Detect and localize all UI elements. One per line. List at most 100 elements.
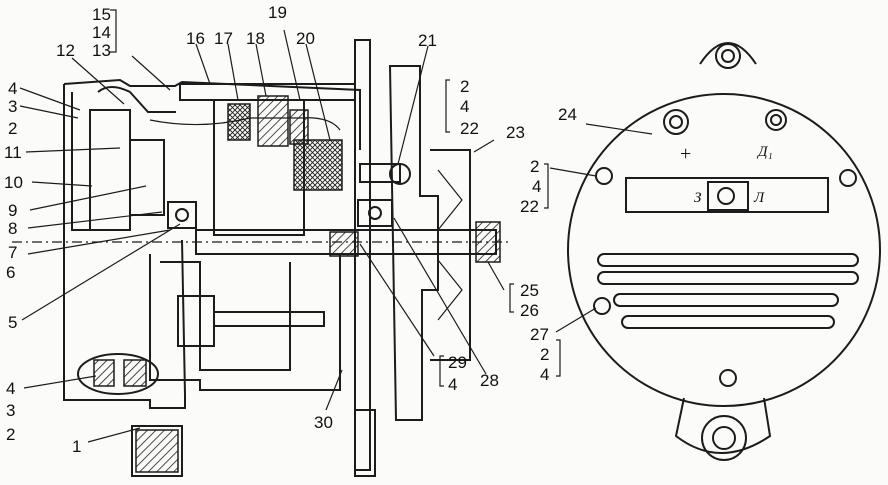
callout-5: 5 bbox=[8, 313, 17, 332]
flange-foot bbox=[354, 409, 376, 477]
leader-12 bbox=[71, 57, 125, 105]
vent-slot-3 bbox=[613, 293, 839, 307]
callout-13: 13 bbox=[92, 41, 111, 60]
leader-29 bbox=[359, 243, 435, 357]
callout-3-lower: 3 bbox=[6, 401, 15, 420]
leader-13 bbox=[131, 55, 171, 91]
front-bearing bbox=[357, 199, 393, 227]
pulley-nut bbox=[475, 221, 501, 263]
callout-30: 30 bbox=[314, 413, 333, 432]
bracket-25-26 bbox=[509, 283, 514, 313]
leader-10 bbox=[31, 181, 93, 187]
regulator-nameplate bbox=[625, 177, 829, 213]
callout-2-lower: 2 bbox=[6, 425, 15, 444]
output-stud bbox=[213, 311, 325, 327]
suppression-capacitor-assembly bbox=[77, 353, 159, 395]
callout-labels: 4 3 2 11 10 9 8 7 6 5 4 3 2 1 12 15 14 1… bbox=[4, 3, 577, 456]
callout-18: 18 bbox=[246, 29, 265, 48]
callout-29: 29 bbox=[448, 353, 467, 372]
bottom-mounting-ear bbox=[674, 397, 772, 454]
capacitor-nut-right bbox=[123, 359, 147, 387]
side-section-view bbox=[12, 39, 512, 477]
leader-19 bbox=[283, 29, 301, 101]
leader-20 bbox=[305, 43, 331, 141]
brush-holder bbox=[129, 139, 165, 216]
rear-bearing-ball bbox=[175, 208, 189, 222]
callout-17: 17 bbox=[214, 29, 233, 48]
leader-18 bbox=[255, 43, 267, 97]
callout-14: 14 bbox=[92, 23, 111, 42]
leader-21 bbox=[397, 45, 429, 165]
cover-screw-bottom bbox=[719, 369, 737, 387]
callout-28: 28 bbox=[480, 371, 499, 390]
callout-24: 24 bbox=[558, 105, 577, 124]
bottom-lug-bushing bbox=[135, 429, 179, 473]
callout-2-upper: 2 bbox=[8, 119, 17, 138]
cooling-fan bbox=[388, 65, 439, 421]
callout-7: 7 bbox=[8, 243, 17, 262]
callout-4-end-lower: 4 bbox=[540, 365, 549, 384]
bracket-right-upper bbox=[445, 79, 450, 133]
top-ear-hole bbox=[715, 43, 741, 69]
callout-8: 8 bbox=[8, 219, 17, 238]
mark-z: З bbox=[694, 190, 702, 206]
callout-15: 15 bbox=[92, 5, 111, 24]
rotor-pole-upper bbox=[289, 109, 309, 145]
callout-3-upper: 3 bbox=[8, 97, 17, 116]
rotor-winding bbox=[293, 139, 343, 191]
leader-9 bbox=[29, 185, 147, 211]
callout-21: 21 bbox=[418, 31, 437, 50]
positive-terminal-stud bbox=[669, 115, 683, 129]
capacitor-nut-left bbox=[93, 359, 115, 387]
vent-slot-4 bbox=[621, 315, 835, 329]
callout-4-bottom: 4 bbox=[448, 375, 457, 394]
callout-19: 19 bbox=[268, 3, 287, 22]
bracket-end-upper bbox=[544, 163, 549, 209]
callout-9: 9 bbox=[8, 201, 17, 220]
leader-2-end-upper bbox=[549, 167, 597, 177]
front-nut bbox=[329, 231, 359, 257]
cover-screw-left-upper bbox=[595, 167, 613, 185]
bracket-13-15 bbox=[110, 9, 117, 53]
callout-10: 10 bbox=[4, 173, 23, 192]
bracket-end-lower bbox=[556, 339, 561, 377]
leader-24 bbox=[585, 123, 653, 135]
rear-housing-outline bbox=[63, 84, 186, 409]
leader-25 bbox=[487, 261, 505, 291]
callout-11: 11 bbox=[4, 143, 22, 162]
fan-hub bbox=[359, 163, 401, 183]
leader-11 bbox=[25, 147, 121, 153]
end-view: + Д₁ З Л bbox=[567, 42, 881, 461]
top-mounting-ear bbox=[699, 42, 757, 65]
callout-16: 16 bbox=[186, 29, 205, 48]
leader-28 bbox=[393, 217, 487, 375]
callout-2-end: 2 bbox=[530, 157, 539, 176]
callout-22-right: 22 bbox=[460, 119, 479, 138]
cover-screw-right bbox=[839, 169, 857, 187]
bottom-ear-hole-inner bbox=[712, 426, 736, 450]
callout-4-end: 4 bbox=[532, 177, 541, 196]
leader-23 bbox=[473, 139, 495, 153]
callout-27: 27 bbox=[530, 325, 549, 344]
positive-terminal-nut bbox=[663, 109, 689, 135]
lower-housing bbox=[149, 254, 341, 391]
leader-17 bbox=[227, 43, 239, 101]
leader-1 bbox=[87, 427, 141, 443]
callout-20: 20 bbox=[296, 29, 315, 48]
callout-23: 23 bbox=[506, 123, 525, 142]
lower-stator bbox=[160, 261, 291, 371]
leader-5 bbox=[21, 223, 181, 321]
inner-rear-wall bbox=[71, 92, 130, 231]
cover-screw-left-lower bbox=[593, 297, 611, 315]
leader-27 bbox=[555, 307, 597, 333]
callout-brackets bbox=[110, 9, 561, 387]
vent-slot-1 bbox=[597, 253, 859, 267]
leader-16 bbox=[195, 43, 211, 85]
regulator-screw bbox=[717, 187, 735, 205]
pulley-rim bbox=[430, 149, 471, 361]
vent-slot-2 bbox=[597, 271, 859, 285]
housing-top-contour bbox=[63, 78, 361, 150]
leader-8 bbox=[27, 211, 163, 229]
pulley-grooves bbox=[437, 169, 463, 321]
